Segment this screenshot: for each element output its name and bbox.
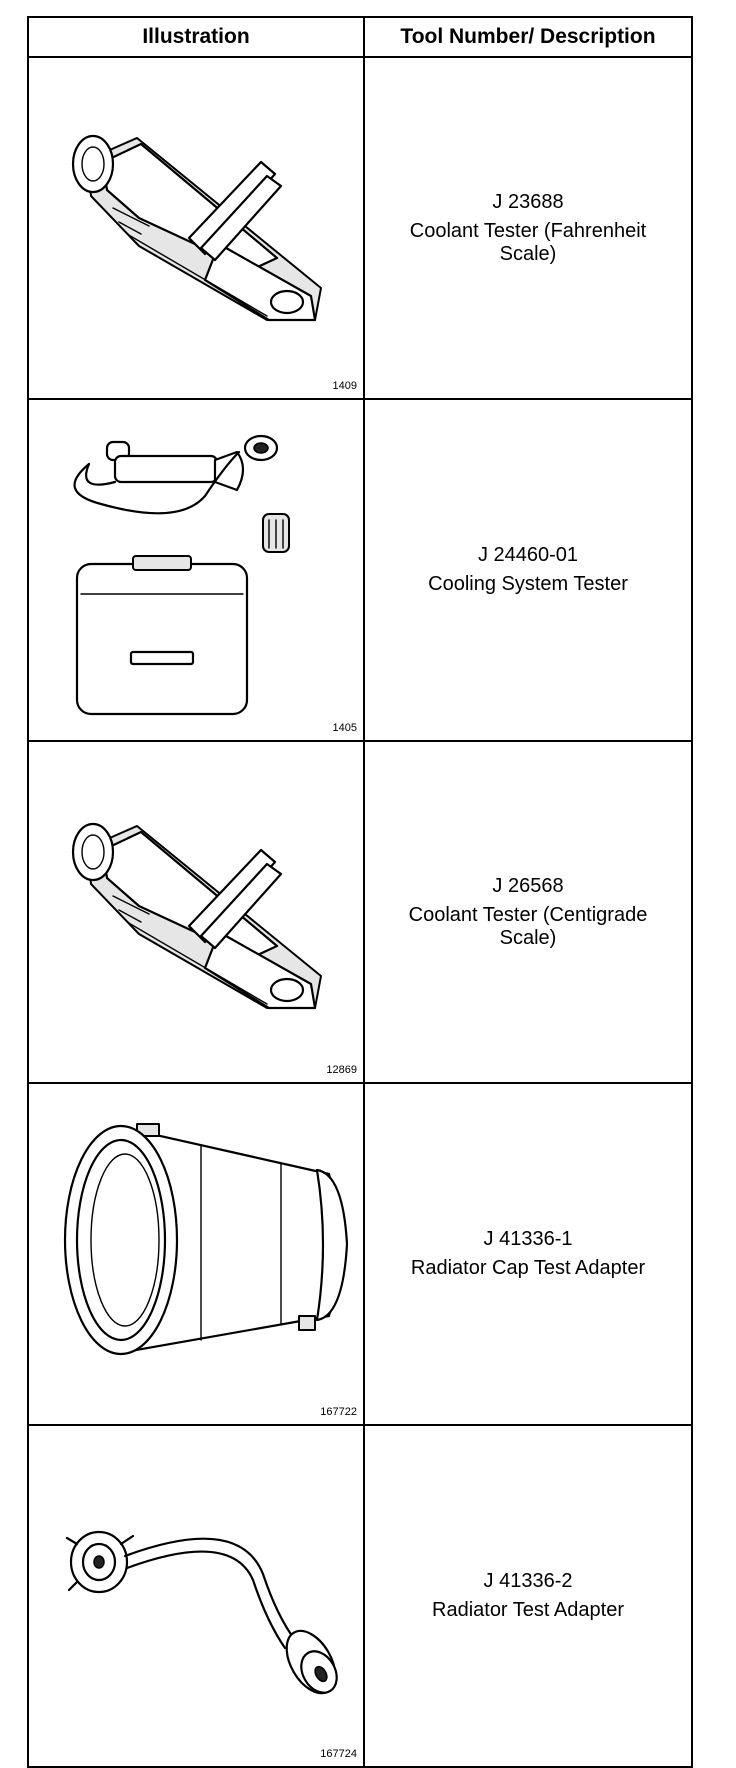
illustration-cell: 167722: [27, 1082, 365, 1426]
radiator-test-adapter-icon: [65, 1530, 338, 1695]
header-description: Tool Number/ Description: [363, 16, 693, 58]
description-cell: J 26568 Coolant Tester (Centigrade Scale…: [363, 740, 693, 1084]
description-cell: J 23688 Coolant Tester (Fahrenheit Scale…: [363, 56, 693, 400]
tool-description: Coolant Tester (Centigrade Scale): [408, 903, 648, 949]
illustration-cell: 1409: [27, 56, 365, 400]
table-row: 167722 J 41336-1 Radiator Cap Test Adapt…: [27, 1082, 693, 1426]
illustration-cell: 1405: [27, 398, 365, 742]
table-row: 1405 J 24460-01 Cooling System Tester: [27, 398, 693, 742]
tool-description: Radiator Test Adapter: [432, 1599, 624, 1621]
header-illustration: Illustration: [27, 16, 365, 58]
description-cell: J 41336-1 Radiator Cap Test Adapter: [363, 1082, 693, 1426]
description-cell: J 41336-2 Radiator Test Adapter: [363, 1424, 693, 1768]
coolant-tester-icon: [71, 134, 322, 322]
table-header-row: Illustration Tool Number/ Description: [27, 16, 693, 58]
description-cell: J 24460-01 Cooling System Tester: [363, 398, 693, 742]
tool-description: Cooling System Tester: [428, 573, 628, 595]
figure-number: 12869: [326, 1064, 357, 1076]
tools-table: Illustration Tool Number/ Description: [27, 16, 693, 1768]
figure-number: 167722: [320, 1406, 357, 1418]
table-row: 167724 J 41336-2 Radiator Test Adapter: [27, 1424, 693, 1768]
tool-number: J 41336-1: [483, 1228, 573, 1250]
cooling-system-tester-icon: [73, 434, 290, 716]
radiator-cap-adapter-icon: [63, 1123, 349, 1356]
figure-number: 1409: [332, 380, 357, 392]
figure-number: 1405: [332, 722, 357, 734]
tool-number: J 41336-2: [483, 1570, 573, 1592]
tool-number: J 23688: [492, 190, 564, 213]
table-row: 1409 J 23688 Coolant Tester (Fahrenheit …: [27, 56, 693, 400]
tool-description: Radiator Cap Test Adapter: [410, 1257, 646, 1279]
illustration-cell: 12869: [27, 740, 365, 1084]
tool-number: J 26568: [492, 874, 564, 897]
illustration-cell: 167724: [27, 1424, 365, 1768]
coolant-tester-icon: [71, 822, 322, 1010]
figure-number: 167724: [320, 1748, 357, 1760]
tool-number: J 24460-01: [477, 544, 579, 566]
tool-description: Coolant Tester (Fahrenheit Scale): [409, 219, 647, 265]
table-row: 12869 J 26568 Coolant Tester (Centigrade…: [27, 740, 693, 1084]
